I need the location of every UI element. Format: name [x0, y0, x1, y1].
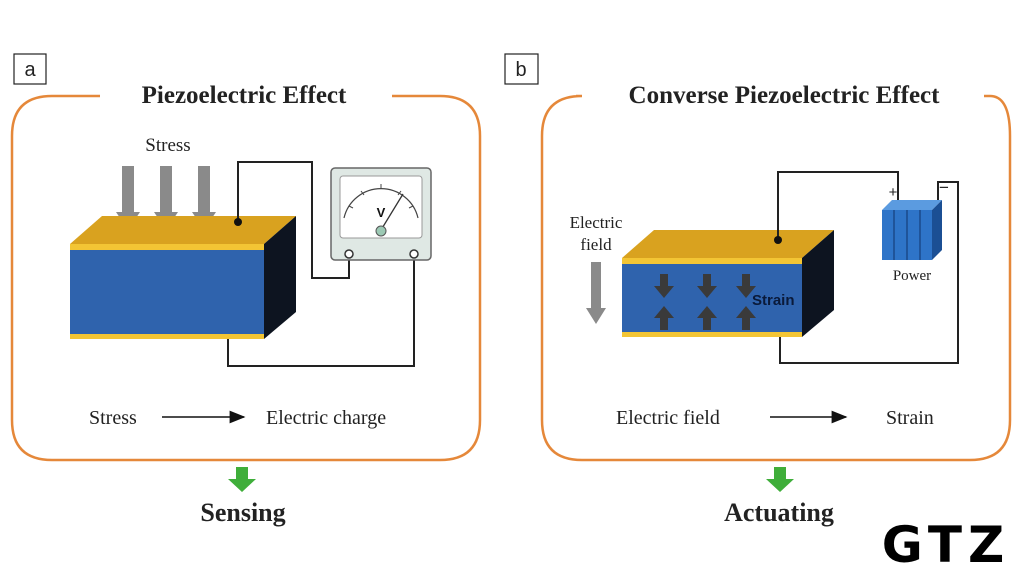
power-label: Power	[893, 268, 931, 284]
crystal-side-b	[802, 230, 834, 337]
voltmeter-needle	[380, 193, 404, 231]
stress-arrow-1	[116, 166, 140, 230]
field-arrow	[586, 262, 606, 324]
stress-arrow-2	[154, 166, 178, 230]
panel-b-label-box	[504, 53, 539, 85]
top-electrode-edge-a	[70, 244, 264, 250]
wires-a	[227, 161, 415, 367]
power-supply: + − Power	[882, 178, 949, 284]
panel-b-title: Converse Piezoelectric Effect	[629, 82, 941, 109]
flow-b-from: Electric field	[616, 407, 720, 429]
top-electrode-b	[622, 230, 834, 258]
minus-sign: −	[939, 178, 949, 197]
top-contact-a	[234, 218, 242, 226]
crystal-front-b	[622, 264, 802, 332]
panel-a-label: a	[24, 59, 36, 81]
stress-arrow-3	[192, 166, 216, 230]
voltmeter-terminal-right	[409, 249, 419, 259]
plus-sign: +	[889, 184, 898, 201]
result-arrow-b	[766, 467, 794, 492]
piezo-block-b: Strain	[622, 230, 834, 337]
flow-b-to: Strain	[886, 407, 934, 429]
field-label-2: field	[580, 235, 612, 254]
piezo-block-a	[70, 216, 296, 339]
field-label-1: Electric	[570, 213, 623, 232]
strain-arrows	[654, 274, 756, 330]
panel-a-label-box	[13, 53, 47, 85]
voltmeter-symbol: V	[377, 205, 386, 220]
crystal-front-a	[70, 250, 264, 334]
panel-b-border	[540, 94, 1012, 462]
bottom-electrode-a	[70, 334, 264, 339]
panel-b-label: b	[515, 59, 526, 81]
flow-a-from: Stress	[89, 407, 137, 429]
flow-a-to: Electric charge	[266, 407, 386, 429]
top-contact-b	[774, 236, 782, 244]
voltmeter-terminal-left	[344, 249, 354, 259]
result-arrow-a	[228, 467, 256, 492]
voltmeter: V	[330, 167, 432, 261]
top-electrode-edge-b	[622, 258, 802, 264]
stress-arrows	[116, 166, 216, 230]
stress-label: Stress	[145, 135, 190, 156]
strain-label: Strain	[752, 292, 795, 309]
wires-b	[777, 171, 959, 364]
panel-a-border	[10, 94, 482, 462]
panel-a-title: Piezoelectric Effect	[142, 82, 347, 109]
bottom-electrode-b	[622, 332, 802, 337]
top-electrode-a	[70, 216, 296, 244]
crystal-side-a	[264, 216, 296, 339]
result-a: Sensing	[200, 498, 285, 527]
result-b: Actuating	[724, 498, 834, 527]
panel-b: b Converse Piezoelectric Effect Electric…	[504, 53, 1012, 527]
panel-a: a Piezoelectric Effect Stress	[10, 53, 482, 527]
watermark-logo: GTZ	[882, 516, 1011, 574]
